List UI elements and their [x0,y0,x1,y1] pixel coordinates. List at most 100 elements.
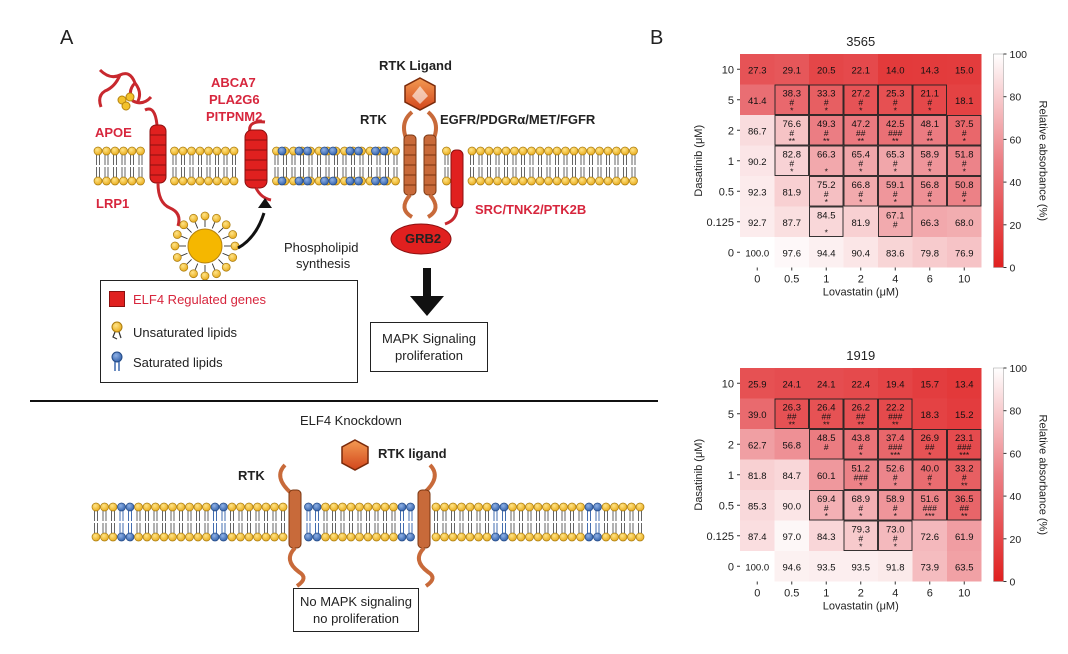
lipid-tail [553,511,557,521]
lipid-head-bottom [372,532,381,542]
cell-value: 22.4 [852,379,871,390]
heatmap-cell [809,84,844,115]
significance-mark: ** [788,420,795,430]
significance-mark: ** [823,420,830,430]
lipid-tail [172,155,177,165]
pla2g6-label: PLA2G6 [209,92,260,107]
lipid-tail [138,167,143,177]
lipid-head-top [210,502,220,512]
lipid-tail [113,155,117,165]
significance-mark: * [859,450,863,460]
x-tick-label: 1 [823,588,829,600]
lipid-head-bottom [406,532,415,542]
lipid-head-bottom [440,532,449,542]
lipid-tail [527,511,532,521]
lipid-tail [606,155,610,165]
heatmap-cell [809,459,844,490]
cell-value: 27.2 [852,89,871,100]
lipid-tail [308,167,313,177]
significance-mark: # [858,189,863,199]
lipid-head-bottom [431,532,441,542]
heatmap-cell [878,398,913,429]
significance-mark: * [825,106,829,116]
lipid-head-top [117,502,126,512]
significance-mark: * [963,197,967,207]
heatmap-cell [809,398,844,429]
lipid-head-top [102,146,111,156]
significance-mark: # [858,503,863,513]
signaling-arrow [410,268,444,316]
significance-mark: ## [856,412,866,422]
lipid-head-top [110,146,120,156]
lipid-tail [393,155,398,165]
lipid-tail [221,511,226,521]
significant-box [774,398,809,429]
heatmap-cell [947,551,982,582]
lipid-head-bottom [516,532,526,542]
significant-box [809,176,844,207]
lipid-head-top [552,146,562,156]
lipid-tail [325,167,330,177]
cell-value: 14.0 [886,65,905,76]
lipid-tail [366,511,370,521]
lipid-head-bottom [525,532,534,542]
significance-mark: * [790,106,794,116]
heatmap-cell [809,429,844,460]
lipid-head-top [431,502,441,512]
lipid-tail [113,167,117,177]
no-mapk-line-1: No MAPK signaling [300,594,412,609]
lipid-tail [391,511,396,521]
lipid-head-top [493,146,502,156]
significant-box [843,145,878,176]
lipid-head-top [474,502,483,512]
significant-box [947,115,982,146]
lipid-tail [334,167,338,177]
lipid-tail [476,523,481,533]
heatmap-cell [809,551,844,582]
lipid-head-top [542,502,551,512]
lipid-head-top [601,502,611,512]
saturated-lipid-head [303,176,312,186]
significant-box [912,145,947,176]
lipid-tail [187,511,192,521]
lipid-head-bottom [552,176,562,186]
heatmap-cell [947,115,982,146]
cell-value: 79.3 [852,525,871,536]
lipid-tail [502,511,506,521]
heatmap-cell [878,176,913,207]
significance-mark: * [894,511,898,521]
lipid-tail [213,511,217,521]
lipid-head-bottom [559,532,568,542]
saturated-lipid-head [354,176,363,186]
heatmap-cell [947,145,982,176]
significant-box [774,84,809,115]
lipid-tail [215,167,219,177]
heatmap-cell [912,490,947,521]
lipid-head-top [168,502,177,512]
lipid-head-bottom [219,532,228,542]
lipid-tail [264,523,268,533]
cell-value: 90.4 [852,248,871,259]
significance-mark: # [824,442,829,452]
lipid-tail [614,167,619,177]
lipid-tail [187,523,192,533]
significance-mark: ### [888,128,902,138]
lipid-head-top [100,502,109,512]
significant-box [809,398,844,429]
saturated-lipid-head [354,146,363,156]
heatmap-cell [912,429,947,460]
heatmap-cell [947,490,982,521]
lipid-head-top [93,146,103,156]
significance-mark: # [858,159,863,169]
x-tick-label: 10 [958,274,970,286]
heatmap-cell [912,520,947,551]
lipid-head-top [244,502,254,512]
cell-value: 94.6 [783,562,802,573]
lipid-tail [162,511,166,521]
lipid-head-top [185,502,194,512]
lipid-head-top [329,502,339,512]
cell-value: 73.0 [886,525,905,536]
colorbar-tick-label: 60 [1010,134,1022,146]
lipid-head-top [457,502,466,512]
kd-rtk-right [416,463,437,588]
